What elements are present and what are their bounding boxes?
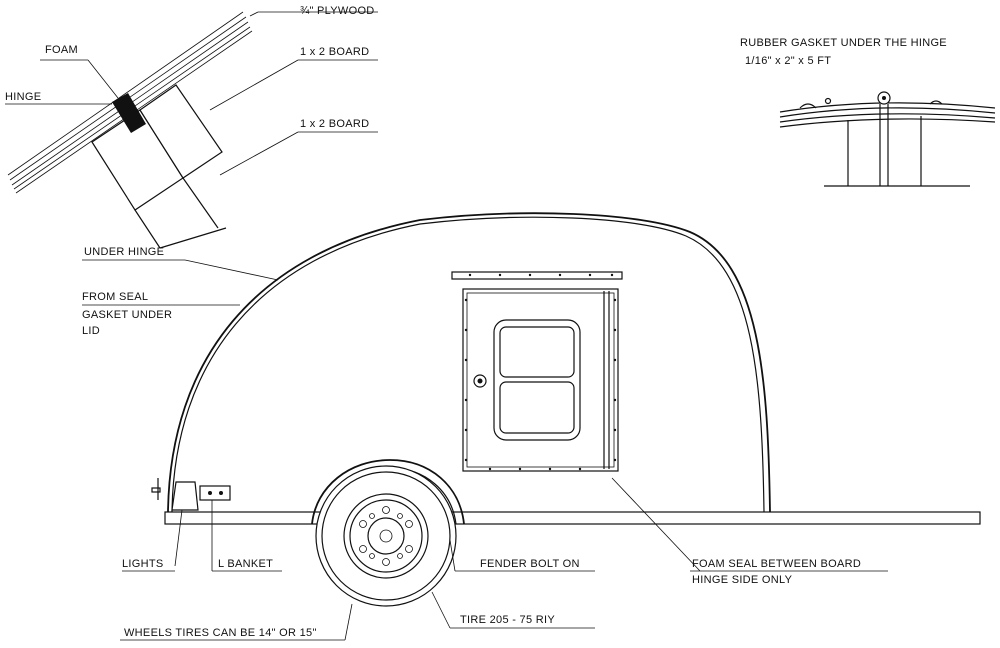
foam-label: FOAM	[45, 44, 78, 56]
door-drip-rail	[451, 271, 623, 280]
from-seal-label-1: FROM SEAL	[82, 291, 148, 303]
hinge-detail: ¾" PLYWOOD FOAM 1 x 2 BOARD HINGE 1 x 2 …	[5, 5, 378, 249]
gasket-title: RUBBER GASKET UNDER THE HINGE	[740, 37, 947, 49]
drip-rail-dots	[468, 273, 614, 277]
foam-seal-label-2: HINGE SIDE ONLY	[692, 574, 793, 586]
gasket-size: 1/16" x 2" x 5 FT	[745, 55, 831, 67]
fender-label: FENDER BOLT ON	[480, 558, 580, 570]
tire-label: TIRE 205 - 75 RIY	[460, 614, 555, 626]
lights-label: LIGHTS	[122, 558, 164, 570]
wheels-label: WHEELS TIRES CAN BE 14" OR 15"	[124, 627, 317, 639]
tire	[315, 465, 457, 607]
l-bracket	[199, 485, 231, 501]
board-2-label: 1 x 2 BOARD	[300, 118, 369, 130]
hinge-label: HINGE	[5, 91, 41, 103]
board-2	[139, 84, 223, 179]
foam-seal-label-1: FOAM SEAL BETWEEN BOARD	[692, 558, 861, 570]
hinge-block	[112, 93, 146, 133]
trailer-shell	[167, 212, 771, 513]
door-window-outer	[493, 319, 581, 441]
plywood-label: ¾" PLYWOOD	[300, 5, 375, 17]
gasket-detail: RUBBER GASKET UNDER THE HINGE 1/16" x 2"…	[740, 37, 996, 187]
l-banket-label: L BANKET	[218, 558, 273, 570]
frame-rail	[164, 511, 981, 525]
trailer-body	[164, 212, 981, 525]
tail-light	[171, 481, 199, 511]
lights-assembly	[122, 478, 282, 572]
door-rivets	[464, 298, 617, 471]
fender	[311, 459, 465, 525]
under-hinge-label: UNDER HINGE	[84, 246, 164, 258]
from-seal-label-2: GASKET UNDER	[82, 309, 172, 321]
wheel-assembly	[311, 459, 465, 607]
lug-nuts	[359, 506, 413, 566]
board-1-label: 1 x 2 BOARD	[300, 46, 369, 58]
callout-leaders	[82, 259, 888, 641]
from-seal-label-3: LID	[82, 325, 100, 337]
rim	[343, 493, 429, 579]
door-window-top	[499, 326, 575, 378]
door-window-bottom	[499, 381, 575, 434]
